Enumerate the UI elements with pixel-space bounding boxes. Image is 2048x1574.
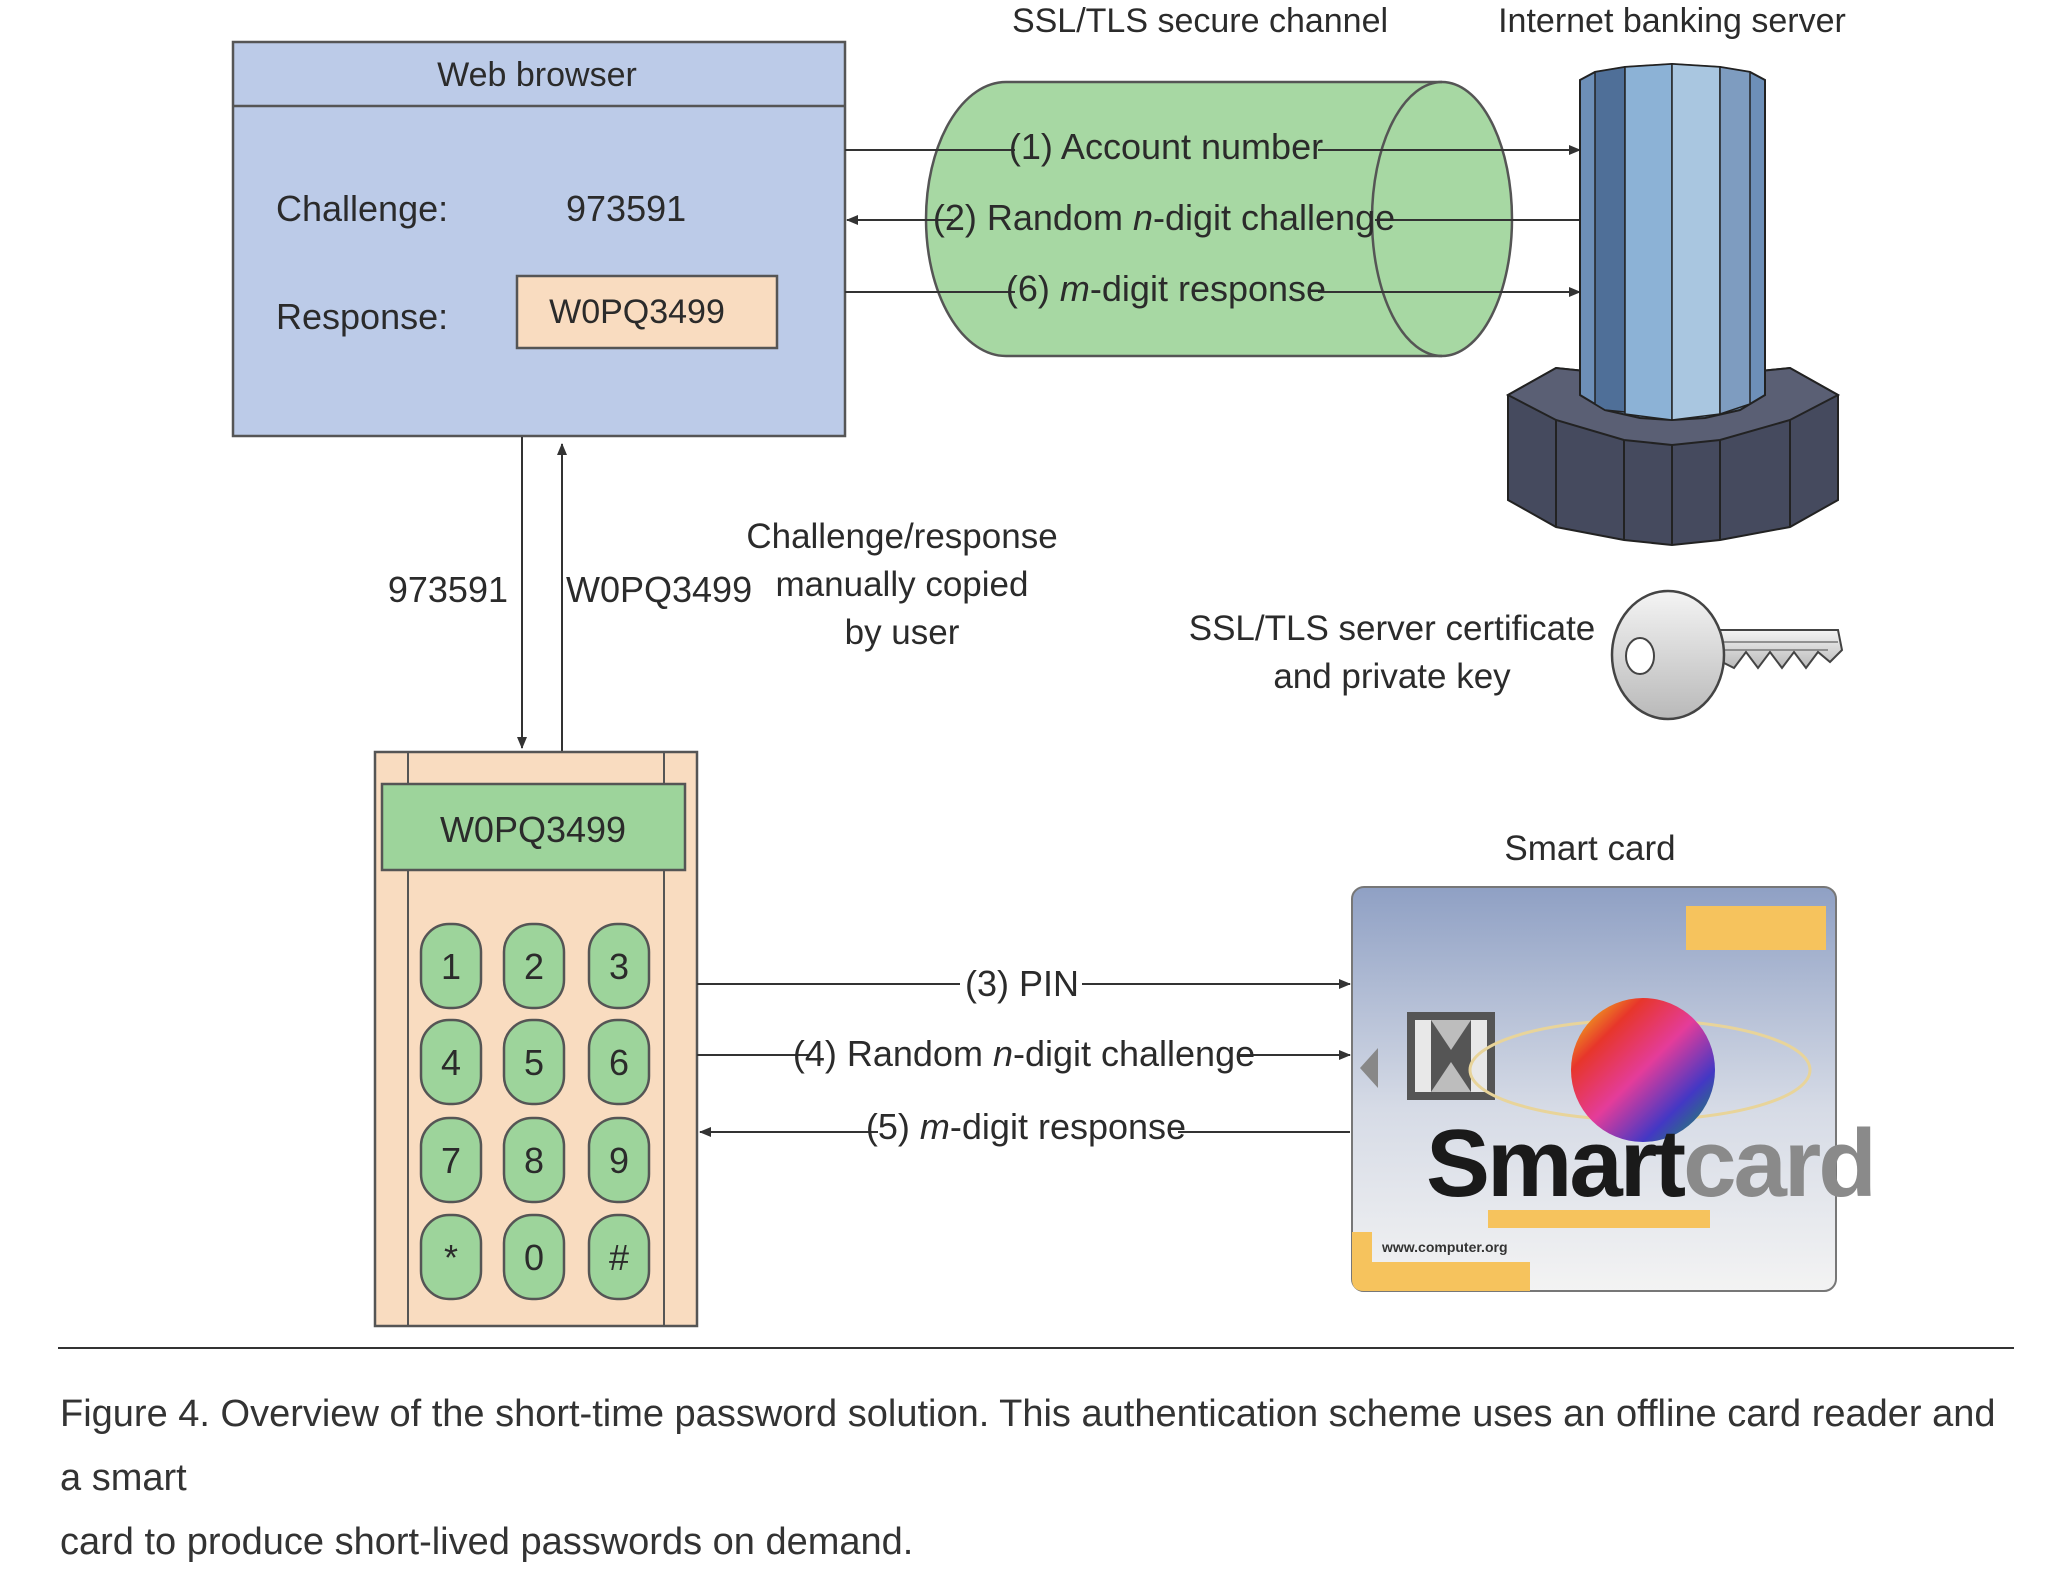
key-label: 9 <box>609 1140 629 1181</box>
key-label: # <box>609 1237 629 1278</box>
key-6[interactable]: 6 <box>587 1018 651 1106</box>
key-label: 1 <box>441 946 461 987</box>
web-browser-title: Web browser <box>437 56 637 94</box>
key-label: 4 <box>441 1042 461 1083</box>
msg-random-challenge: (2) Random n-digit challenge <box>933 197 1395 238</box>
msg-card-challenge: (4) Random n-digit challenge <box>793 1033 1255 1074</box>
key-5[interactable]: 5 <box>502 1018 566 1106</box>
key-star[interactable]: * <box>419 1213 483 1301</box>
key-3[interactable]: 3 <box>587 922 651 1010</box>
key-cap <box>502 1018 566 1106</box>
key-4[interactable]: 4 <box>419 1018 483 1106</box>
response-label: Response: <box>276 296 448 337</box>
private-key-icon <box>1610 589 1844 721</box>
key-cap <box>587 1116 651 1204</box>
key-cap <box>419 1213 483 1301</box>
key-cap <box>587 922 651 1010</box>
key-label: 6 <box>609 1042 629 1083</box>
challenge-label: Challenge: <box>276 188 448 229</box>
web-browser-window: Web browser Challenge: 973591 Response: … <box>231 40 847 438</box>
copy-note-line3: by user <box>845 613 960 652</box>
key-label: 5 <box>524 1042 544 1083</box>
msg-pin: (3) PIN <box>965 963 1079 1004</box>
response-field[interactable] <box>515 274 779 350</box>
key-cap <box>419 1116 483 1204</box>
channel-title: SSL/TLS secure channel <box>1012 2 1388 40</box>
key-9[interactable]: 9 <box>587 1116 651 1204</box>
card-stripe <box>1488 1210 1710 1228</box>
reader-display-value: W0PQ3499 <box>440 809 626 850</box>
key-label: 7 <box>441 1140 461 1181</box>
rainbow-globe-icon <box>1571 998 1715 1142</box>
msg-m-digit-response: (6) m-digit response <box>1006 268 1326 309</box>
copy-note-line1: Challenge/response <box>746 517 1057 556</box>
key-2[interactable]: 2 <box>502 922 566 1010</box>
copy-up-value: W0PQ3499 <box>566 569 752 610</box>
key-cap <box>419 922 483 1010</box>
cert-label-line1: SSL/TLS server certificate <box>1189 609 1596 648</box>
cert-label-line2: and private key <box>1273 657 1511 696</box>
figure-caption: Figure 4. Overview of the short-time pas… <box>60 1382 2010 1574</box>
key-cap <box>502 1213 566 1301</box>
card-website: www.computer.org <box>1381 1239 1508 1255</box>
manual-copy-arrows: 973591 W0PQ3499 Challenge/response manua… <box>388 437 1058 752</box>
key-label: 8 <box>524 1140 544 1181</box>
smart-card: Smart card Smartcard www.computer.org <box>1351 829 1877 1292</box>
key-cap <box>587 1213 651 1301</box>
key-label: 2 <box>524 946 544 987</box>
key-cap <box>419 1018 483 1106</box>
card-brand: Smartcard <box>1426 1110 1874 1217</box>
key-hash[interactable]: # <box>587 1213 651 1301</box>
key-label: * <box>444 1237 458 1278</box>
key-7[interactable]: 7 <box>419 1116 483 1204</box>
smart-card-title: Smart card <box>1504 829 1675 868</box>
card-reader: W0PQ3499 1 2 3 4 5 6 7 8 9 * 0 # <box>373 750 699 1328</box>
banking-server-icon: Internet banking server <box>1498 2 1846 547</box>
card-link: (3) PIN (4) Random n-digit challenge (5)… <box>697 963 1351 1147</box>
diagram-canvas: Web browser Challenge: 973591 Response: … <box>58 2 2014 1349</box>
reader-keypad: 1 2 3 4 5 6 7 8 9 * 0 # <box>419 922 651 1301</box>
key-cap <box>587 1018 651 1106</box>
key-label: 0 <box>524 1237 544 1278</box>
caption-line-2: card to produce short-lived passwords on… <box>60 1521 914 1563</box>
key-cap <box>502 1116 566 1204</box>
challenge-value: 973591 <box>566 188 686 229</box>
key-8[interactable]: 8 <box>502 1116 566 1204</box>
card-accent-bar <box>1686 906 1826 950</box>
key-label: 3 <box>609 946 629 987</box>
key-1[interactable]: 1 <box>419 922 483 1010</box>
msg-account-number: (1) Account number <box>1009 126 1323 167</box>
response-value: W0PQ3499 <box>549 293 725 331</box>
caption-line-1: Figure 4. Overview of the short-time pas… <box>60 1393 1996 1499</box>
server-title: Internet banking server <box>1498 2 1846 40</box>
ssl-tls-channel: SSL/TLS secure channel (1) Account numbe… <box>845 2 1581 358</box>
key-0[interactable]: 0 <box>502 1213 566 1301</box>
copy-down-value: 973591 <box>388 569 508 610</box>
copy-note-line2: manually copied <box>776 565 1029 604</box>
msg-card-response: (5) m-digit response <box>866 1106 1186 1147</box>
reader-display <box>380 782 687 872</box>
key-cap <box>502 922 566 1010</box>
